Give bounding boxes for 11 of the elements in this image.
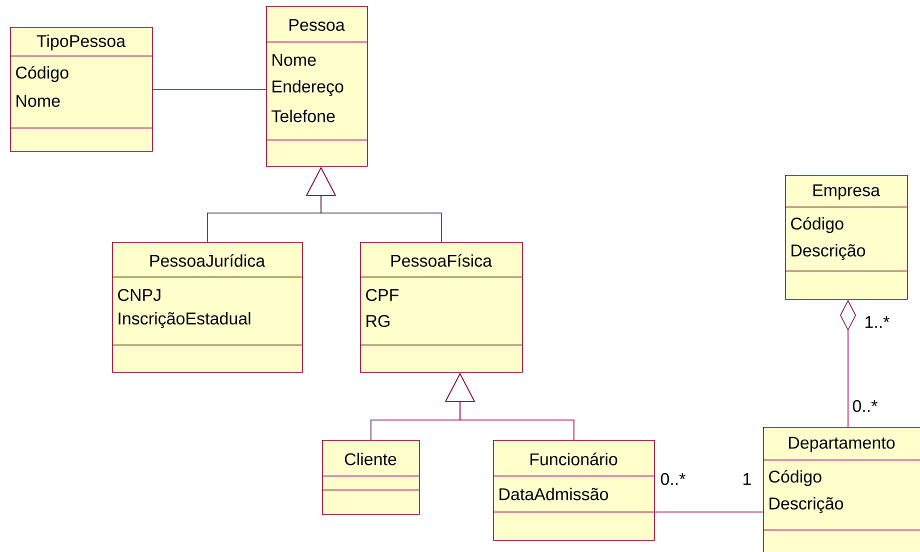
multiplicity-label: 1..*: [866, 316, 890, 328]
class-box: Departamento Código Descrição: [762, 427, 920, 552]
class-box: Cliente: [322, 440, 420, 515]
connector: [152, 89, 266, 90]
class-box: Empresa Código Descrição: [784, 175, 908, 300]
class-box: Pessoa Nome Endereço Telefone: [266, 6, 368, 167]
class-box: PessoaFísica CPF RG: [360, 242, 523, 373]
multiplicity-label: 0..*: [852, 400, 878, 412]
class-box: TipoPessoa Código Nome: [10, 27, 153, 152]
class-box: Funcionário DataAdmissão: [492, 440, 655, 541]
class-box: PessoaJurídica CNPJ InscriçãoEstadual: [112, 242, 303, 373]
